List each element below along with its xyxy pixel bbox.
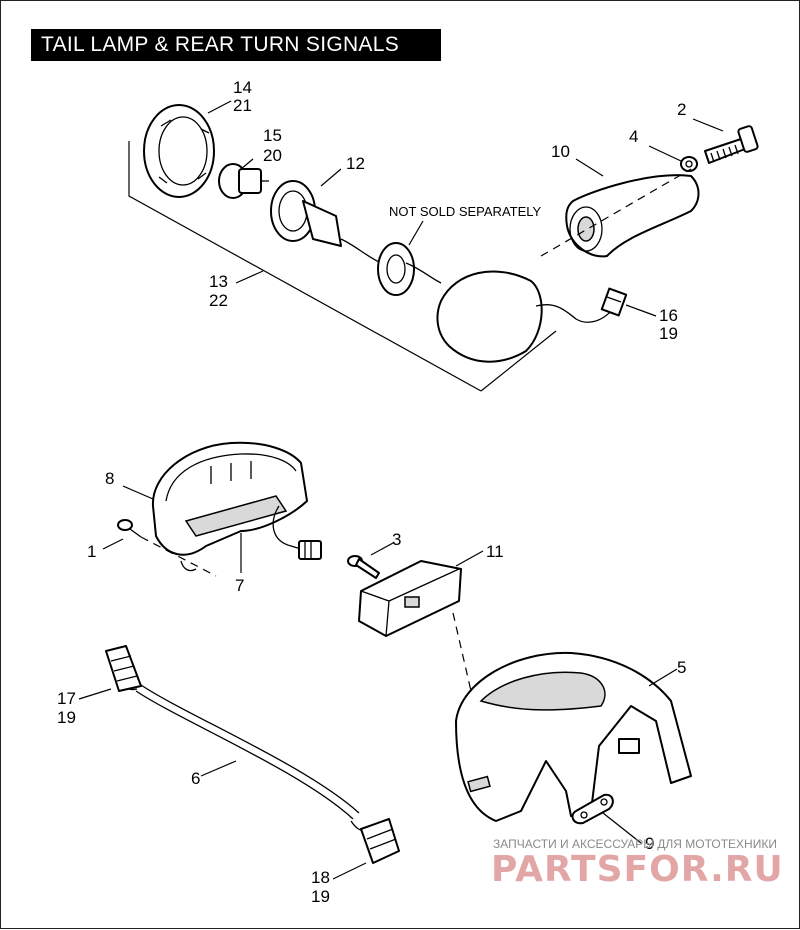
watermark-logo: PARTSFOR.RU <box>491 849 784 890</box>
harness-connector-bottom <box>360 818 400 864</box>
callout-14: 14 <box>233 78 252 97</box>
note-not-sold-separately: NOT SOLD SEPARATELY <box>389 204 542 219</box>
callout-13: 13 <box>209 272 228 291</box>
callout-21: 21 <box>233 96 252 115</box>
watermark: ЗАПЧАСТИ И АКСЕССУАРЫ ДЛЯ МОТОТЕХНИКИ PA… <box>491 837 784 890</box>
callout-3: 3 <box>392 530 401 549</box>
page-title: TAIL LAMP & REAR TURN SIGNALS <box>31 29 441 61</box>
bulb <box>218 163 269 199</box>
callout-19-harness-bottom: 19 <box>311 887 330 906</box>
callout-1: 1 <box>87 542 96 561</box>
turn-signal-group-bracket <box>128 141 557 392</box>
callout-11: 11 <box>486 542 504 561</box>
callout-20: 20 <box>263 146 282 165</box>
callout-17: 17 <box>57 689 76 708</box>
callout-7: 7 <box>235 576 244 595</box>
harness-connector-top <box>105 645 142 692</box>
tail-lamp-mount <box>455 651 692 822</box>
tail-lamp-bracket <box>358 560 462 637</box>
callout-12: 12 <box>346 154 365 173</box>
callout-5: 5 <box>677 658 686 677</box>
callout-6: 6 <box>191 769 200 788</box>
leader-lines <box>78 100 724 880</box>
turn-signal-lens <box>436 270 614 363</box>
callout-18: 18 <box>311 868 330 887</box>
callout-16: 16 <box>659 306 678 325</box>
callout-9: 9 <box>645 834 654 853</box>
tail-lamp <box>151 441 308 572</box>
callout-19-turn-connector: 19 <box>659 324 678 343</box>
spacer <box>571 793 614 825</box>
tail-lamp-connector <box>298 540 322 560</box>
callout-15: 15 <box>263 126 282 145</box>
washer <box>680 156 698 172</box>
callout-numbers: 14 21 15 20 12 13 22 10 4 2 16 19 NOT SO… <box>57 78 686 906</box>
turn-signal-connector <box>600 287 628 317</box>
bulb-socket <box>270 180 382 264</box>
watermark-caption: ЗАПЧАСТИ И АКСЕССУАРЫ ДЛЯ МОТОТЕХНИКИ <box>493 837 777 851</box>
screw-1 <box>117 519 142 538</box>
callout-4: 4 <box>629 127 638 146</box>
callout-2: 2 <box>677 100 686 119</box>
lens-ring <box>143 104 215 198</box>
turn-signal-housing <box>565 174 700 258</box>
bolt <box>704 125 759 164</box>
wiring-harness <box>118 680 367 832</box>
callout-19-harness-top: 19 <box>57 708 76 727</box>
screw-3 <box>347 555 380 579</box>
callout-8: 8 <box>105 469 114 488</box>
callout-10: 10 <box>551 142 570 161</box>
callout-22: 22 <box>209 291 228 310</box>
grommet <box>377 242 442 296</box>
